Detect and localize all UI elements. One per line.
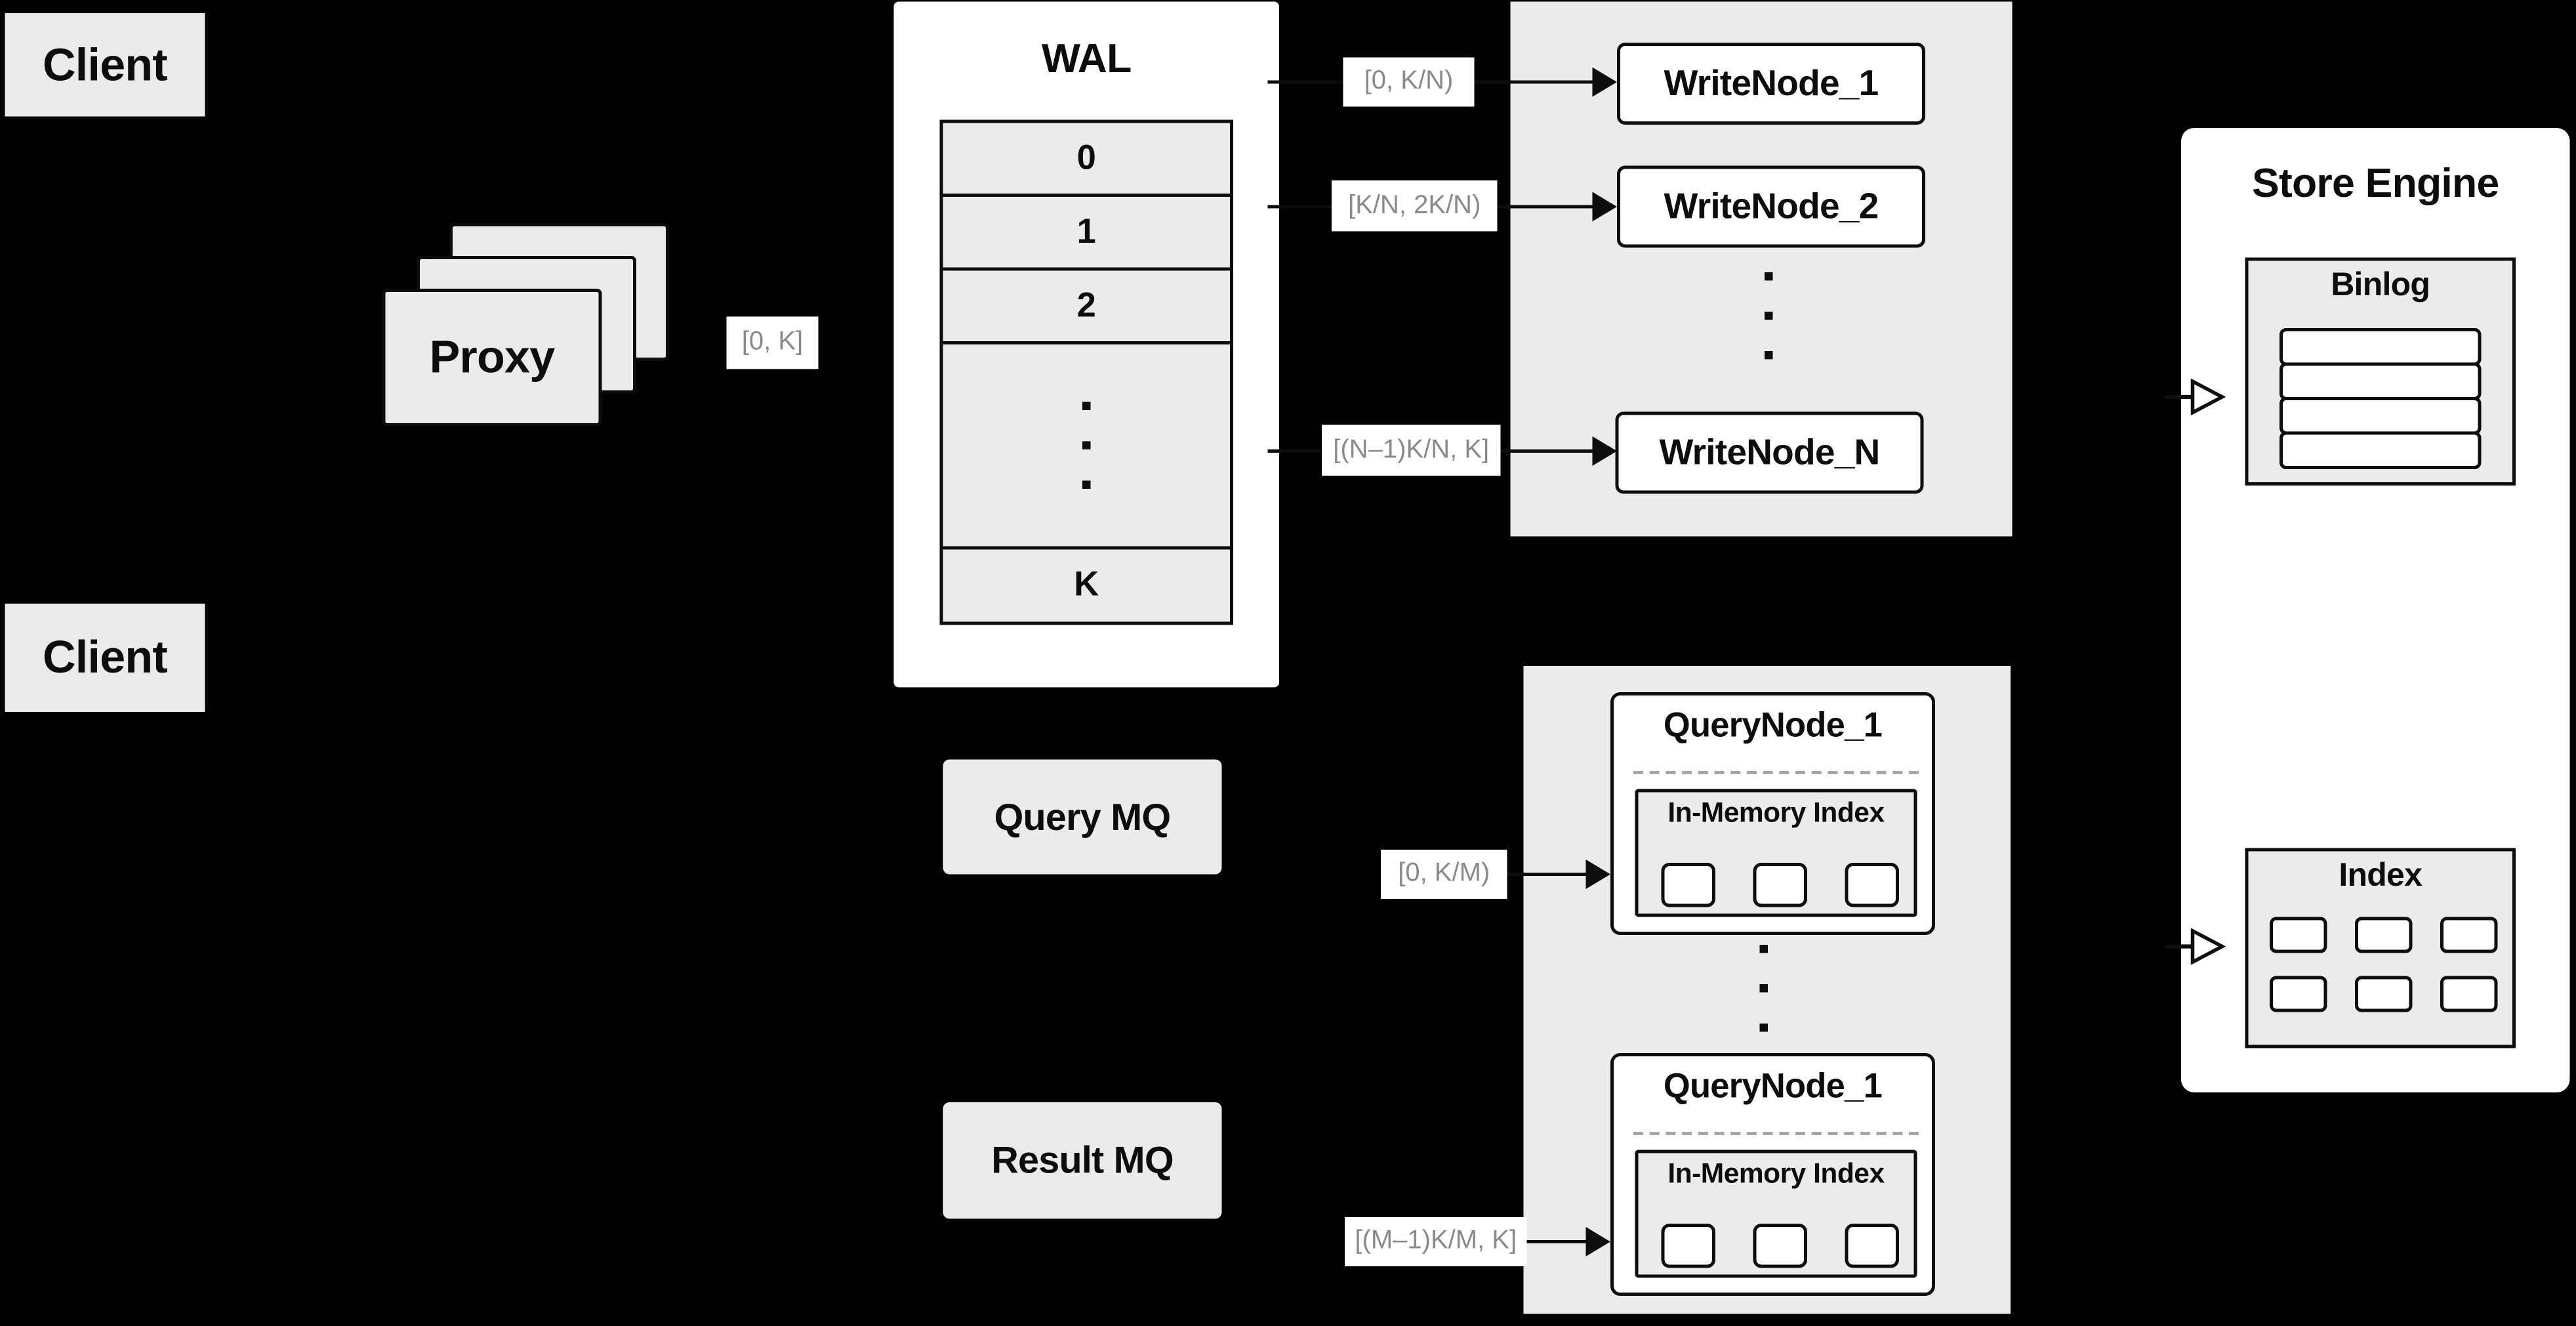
range-label-write-1-text: [0, K/N)	[1364, 67, 1454, 96]
wal-row-1: 1	[943, 194, 1230, 268]
client-box-bottom: Client	[5, 604, 205, 712]
range-label-query-first: [0, K/M)	[1381, 850, 1507, 899]
wal-row-2: 2	[943, 267, 1230, 341]
client-top-label: Client	[43, 38, 168, 90]
arrowhead-writenode-2-icon	[1592, 192, 1617, 222]
binlog-row	[2280, 328, 2482, 366]
range-label-write-1: [0, K/N)	[1343, 57, 1475, 107]
memory-segment-cell	[1661, 1224, 1715, 1268]
wal-row-0: 0	[943, 123, 1230, 194]
vertical-ellipsis-icon	[1082, 402, 1091, 489]
wal-row-k: K	[943, 546, 1230, 622]
range-label-query-first-text: [0, K/M)	[1398, 860, 1490, 888]
query-node-m: QueryNode_1 In-Memory Index	[1610, 1053, 1935, 1296]
range-label-query-last-text: [(M–1)K/M, K]	[1355, 1227, 1517, 1255]
in-memory-index-title: In-Memory Index	[1667, 1158, 1885, 1190]
index-cell	[2355, 976, 2413, 1012]
store-engine-box: Store Engine Binlog Index	[2181, 128, 2570, 1092]
result-mq-box: Result MQ	[943, 1102, 1222, 1219]
binlog-row	[2280, 362, 2482, 400]
write-node-2-label: WriteNode_2	[1664, 185, 1879, 227]
result-mq-label: Result MQ	[991, 1138, 1174, 1181]
vertical-ellipsis-icon	[1759, 945, 1768, 1032]
query-node-m-title: QueryNode_1	[1663, 1067, 1883, 1106]
index-cell	[2440, 917, 2498, 953]
write-node-2: WriteNode_2	[1617, 165, 1925, 248]
range-label-write-2: [K/N, 2K/N)	[1332, 180, 1498, 232]
query-node-1: QueryNode_1 In-Memory Index	[1610, 692, 1935, 935]
client-box-top: Client	[5, 13, 205, 117]
dot	[1759, 945, 1768, 953]
arrowhead-querynode-1-icon	[1585, 860, 1610, 889]
vertical-ellipsis-icon	[1765, 272, 1773, 360]
dot	[1765, 351, 1773, 360]
wal-title: WAL	[1041, 36, 1132, 82]
proxy-box-front: Proxy	[382, 289, 602, 426]
index-cell	[2270, 917, 2327, 953]
binlog-row	[2280, 397, 2482, 435]
client-bottom-label: Client	[43, 631, 168, 683]
range-label-proxy-to-wal-text: [0, K]	[741, 328, 804, 356]
write-node-1-label: WriteNode_1	[1664, 62, 1879, 104]
proxy-label: Proxy	[429, 331, 556, 383]
memory-segment-cell	[1753, 1224, 1807, 1268]
write-node-n-label: WriteNode_N	[1659, 431, 1880, 473]
open-arrowhead-binlog-icon	[2165, 379, 2226, 415]
store-engine-title: Store Engine	[2252, 161, 2499, 207]
write-node-1: WriteNode_1	[1617, 43, 1925, 125]
memory-segment-cell	[1845, 863, 1899, 907]
index-title: Index	[2339, 858, 2423, 894]
memory-segment-cell	[1753, 863, 1807, 907]
range-label-proxy-to-wal: [0, K]	[726, 316, 819, 369]
memory-segment-cell	[1661, 863, 1715, 907]
index-cell	[2440, 976, 2498, 1012]
wal-row-ellipsis	[943, 341, 1230, 547]
write-node-n: WriteNode_N	[1615, 411, 1924, 494]
range-label-write-n: [(N–1)K/N, K]	[1322, 425, 1501, 476]
dot	[1765, 312, 1773, 320]
dot	[1082, 441, 1091, 449]
arrowhead-writenode-n-icon	[1592, 436, 1617, 466]
in-memory-index-box: In-Memory Index	[1635, 1150, 1917, 1278]
binlog-box: Binlog	[2245, 257, 2516, 486]
arrowhead-writenode-1-icon	[1592, 67, 1617, 97]
binlog-title: Binlog	[2331, 267, 2430, 304]
dot	[1759, 984, 1768, 993]
query-mq-box: Query MQ	[943, 759, 1222, 875]
index-box: Index	[2245, 848, 2516, 1048]
dashed-divider	[1633, 771, 1919, 774]
dot	[1759, 1024, 1768, 1032]
query-node-1-title: QueryNode_1	[1663, 707, 1883, 745]
dot	[1082, 480, 1091, 489]
binlog-row	[2280, 431, 2482, 469]
range-label-query-last: [(M–1)K/M, K]	[1345, 1217, 1527, 1266]
in-memory-index-box: In-Memory Index	[1635, 789, 1917, 917]
index-cell	[2355, 917, 2413, 953]
dot	[1082, 402, 1091, 410]
memory-segment-cell	[1845, 1224, 1899, 1268]
dot	[1765, 272, 1773, 281]
dashed-divider	[1633, 1132, 1919, 1135]
wal-box: WAL 0 1 2 K	[893, 1, 1279, 688]
in-memory-index-title: In-Memory Index	[1667, 797, 1885, 829]
range-label-write-2-text: [K/N, 2K/N)	[1348, 191, 1481, 219]
arrowhead-querynode-m-icon	[1585, 1227, 1610, 1256]
range-label-write-n-text: [(N–1)K/N, K]	[1333, 435, 1490, 464]
wal-table: 0 1 2 K	[939, 119, 1233, 625]
open-arrowhead-index-icon	[2165, 928, 2226, 964]
query-mq-label: Query MQ	[994, 795, 1172, 838]
index-cell	[2270, 976, 2327, 1012]
